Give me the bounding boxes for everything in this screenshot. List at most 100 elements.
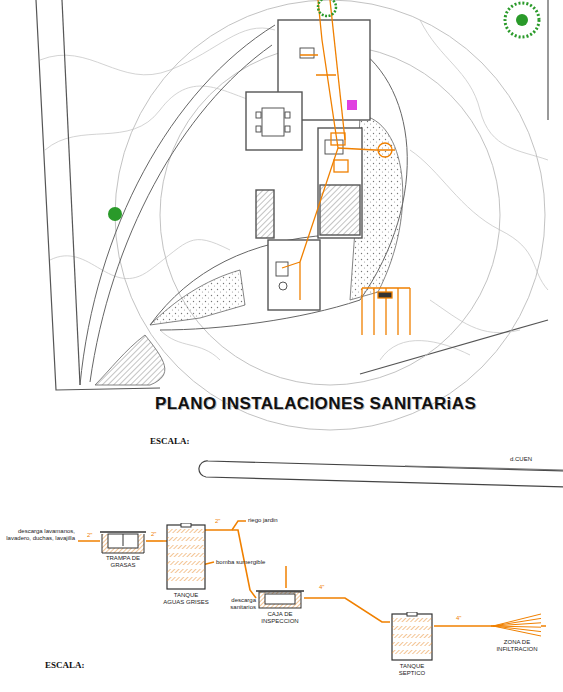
pipe-size: 4" — [455, 615, 462, 622]
component-symbol — [407, 612, 417, 616]
sanitary-component: ZONA DE INFILTRACION — [488, 612, 546, 653]
trees — [318, 0, 336, 16]
component-symbol — [167, 545, 205, 549]
contour-lines — [45, 86, 250, 150]
plan-pipes — [282, 262, 300, 300]
component-symbol — [491, 614, 541, 636]
road — [199, 461, 563, 487]
component-symbol — [205, 529, 209, 531]
contour-lines — [420, 20, 548, 160]
component-symbol — [181, 523, 191, 527]
drain-pipe — [304, 598, 390, 622]
component-symbol — [167, 561, 205, 565]
trees — [505, 3, 539, 37]
component-symbol — [392, 614, 432, 660]
component-symbol — [167, 577, 205, 581]
component-symbol — [100, 532, 146, 553]
profile-pipes — [285, 566, 287, 588]
component-symbol — [488, 612, 546, 638]
drain-pipe — [146, 540, 163, 542]
lot-boundary — [36, 0, 548, 390]
furniture — [256, 48, 343, 290]
component-symbol — [100, 531, 146, 533]
pipe-size: 2" — [150, 531, 157, 538]
component-symbol — [493, 623, 541, 626]
component-symbol — [392, 642, 432, 646]
component-symbol — [163, 523, 209, 591]
note-label: bomba sumergible — [216, 559, 265, 566]
component-symbol — [167, 569, 205, 573]
plan-pipes — [331, 133, 345, 145]
building-walls — [246, 92, 302, 150]
lot-boundary — [62, 0, 80, 385]
lot-boundary — [547, 0, 548, 120]
contour-lines — [410, 150, 548, 290]
pipe-size: 4" — [318, 584, 325, 591]
plan-pipes — [338, 148, 395, 150]
component-label: TRAMPA DE GRASAS — [100, 555, 146, 569]
contour-lines — [380, 341, 470, 360]
sanitary-component: TRAMPA DE GRASAS — [100, 528, 146, 569]
furniture — [285, 112, 290, 118]
furniture — [285, 126, 290, 132]
trees — [108, 207, 122, 221]
sanitary-component: TANQUE AGUAS GRISES — [163, 523, 209, 606]
building-walls — [318, 128, 362, 238]
note-label: descarga lavamanos, lavadero, duchas, la… — [3, 528, 75, 542]
circle-arcs — [115, 0, 545, 430]
component-symbol — [493, 614, 541, 626]
component-symbol — [108, 534, 138, 548]
component-symbol — [392, 634, 432, 638]
component-symbol — [392, 612, 432, 660]
trees — [516, 14, 528, 26]
contour-lines — [50, 240, 230, 279]
component-symbol — [167, 529, 205, 533]
component-symbol — [392, 626, 432, 630]
sanitary-component: TANQUE SEPTICO — [390, 612, 434, 677]
component-symbol — [259, 592, 301, 608]
building-walls — [320, 185, 360, 235]
lot-boundary — [360, 320, 548, 374]
plan-pipes — [362, 288, 410, 335]
component-symbol — [392, 618, 432, 622]
component-label: CAJA DE INSPECCION — [256, 611, 304, 625]
component-symbol — [102, 534, 144, 553]
profile-pipes — [78, 521, 286, 588]
building-walls — [246, 20, 370, 310]
component-symbol — [167, 537, 205, 541]
plan-pipes — [300, 0, 338, 262]
component-symbol — [491, 625, 499, 627]
component-symbol — [390, 612, 434, 662]
fixture-mark — [347, 100, 357, 110]
circle-arcs — [115, 0, 545, 430]
building-walls — [256, 190, 274, 238]
scale-label: ESCALA: — [45, 660, 85, 670]
drain-pipe — [434, 625, 488, 627]
gravel-beds — [150, 270, 245, 325]
component-symbol — [541, 625, 546, 627]
note-label: riego jardin — [248, 517, 278, 524]
furniture — [279, 282, 287, 290]
house-outline — [150, 235, 330, 325]
component-symbol — [163, 540, 167, 542]
drawing-title: PLANO INSTALACIONES SANITARiAS — [155, 394, 476, 414]
component-symbol — [265, 594, 295, 604]
component-symbol — [256, 588, 304, 610]
component-label: TANQUE SEPTICO — [390, 663, 434, 677]
component-symbol — [167, 553, 205, 557]
note-label: descarga sanitarios — [224, 597, 256, 611]
lot-boundary — [36, 0, 160, 390]
furniture — [262, 108, 284, 136]
furniture — [300, 48, 314, 58]
road — [405, 466, 563, 470]
pipe-size: 2" — [214, 518, 221, 525]
building-walls — [268, 240, 320, 310]
plan-pipes — [300, 55, 336, 75]
plan-pipes — [378, 292, 392, 298]
note-label: d.CUEN — [510, 456, 532, 463]
component-label: ZONA DE INFILTRACION — [488, 639, 546, 653]
component-label: TANQUE AGUAS GRISES — [163, 592, 209, 606]
component-symbol — [256, 591, 304, 608]
